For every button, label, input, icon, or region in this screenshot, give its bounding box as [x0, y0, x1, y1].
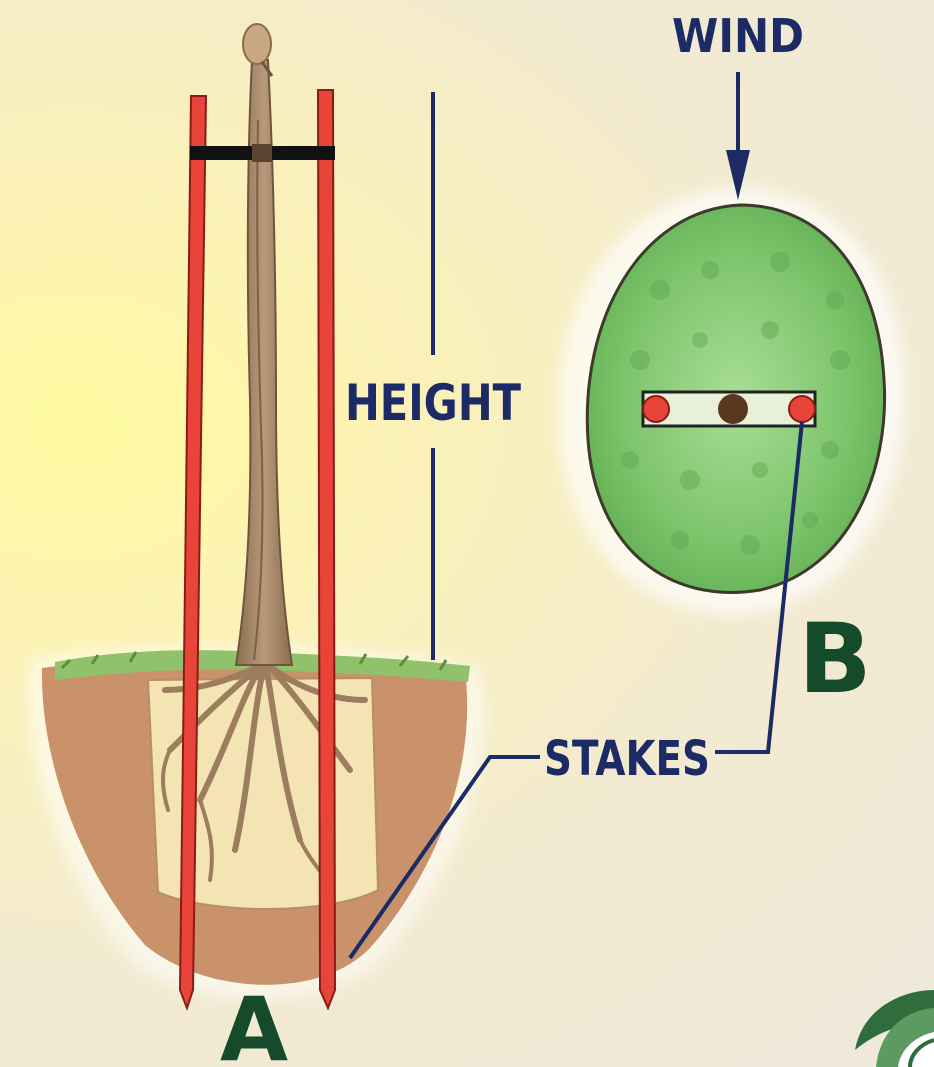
top-view-b: WIND B: [559, 9, 906, 752]
leaf-swirl-icon: [855, 990, 934, 1067]
trunk-top: [718, 394, 748, 424]
wind-label: WIND: [672, 9, 804, 63]
side-view-a: HEIGHT A: [28, 24, 540, 1067]
stake-top-right: [789, 396, 815, 422]
right-stake: [318, 90, 335, 1008]
stakes-label: STAKES: [544, 731, 710, 787]
trunk-tip: [243, 24, 271, 64]
height-label: HEIGHT: [345, 374, 521, 432]
view-label-b: B: [798, 603, 871, 715]
stake-top-left: [643, 396, 669, 422]
view-label-a: A: [220, 978, 288, 1067]
